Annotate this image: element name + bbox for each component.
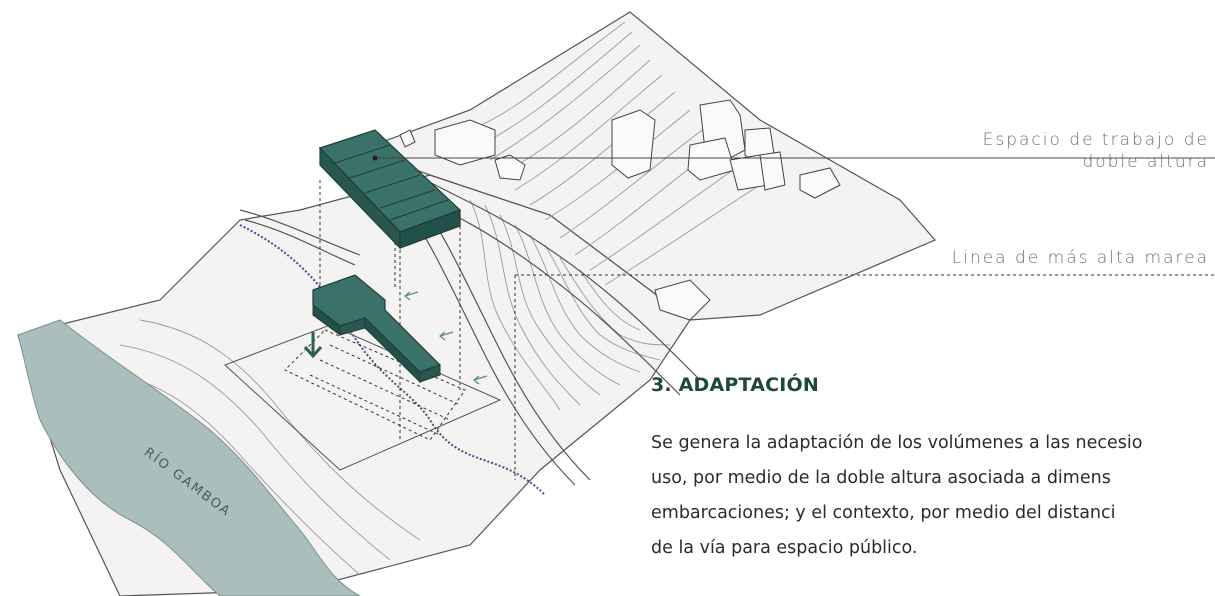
- body-line-4: de la vía para espacio público.: [651, 538, 918, 558]
- callout-dot: [372, 155, 378, 161]
- site-outline: [224, 324, 502, 471]
- body-line-1: Se genera la adaptación de los volúmenes…: [651, 433, 1143, 453]
- callout-double-height-line2: doble altura: [1082, 152, 1209, 172]
- callout-double-height: Espacio de trabajo de doble altura: [983, 130, 1209, 172]
- small-arrow-icons: [404, 291, 488, 385]
- projection-lines: [284, 180, 1215, 480]
- double-height-volume: [318, 129, 462, 250]
- body-line-2: uso, por medio de la doble altura asocia…: [651, 468, 1111, 488]
- section-title: 3. ADAPTACIÓN: [651, 374, 820, 396]
- houses: [399, 99, 841, 321]
- body-line-3: embarcaciones; y el contexto, por medio …: [651, 503, 1116, 523]
- section-body: Se genera la adaptación de los volúmenes…: [651, 426, 1215, 566]
- callout-high-tide: Linea de más alta marea: [951, 248, 1209, 268]
- callout-double-height-line1: Espacio de trabajo de: [982, 130, 1209, 150]
- arrow-icon: [303, 332, 323, 359]
- river: [17, 319, 361, 596]
- ground-volume: [312, 274, 442, 384]
- contour-lines: [99, 21, 761, 576]
